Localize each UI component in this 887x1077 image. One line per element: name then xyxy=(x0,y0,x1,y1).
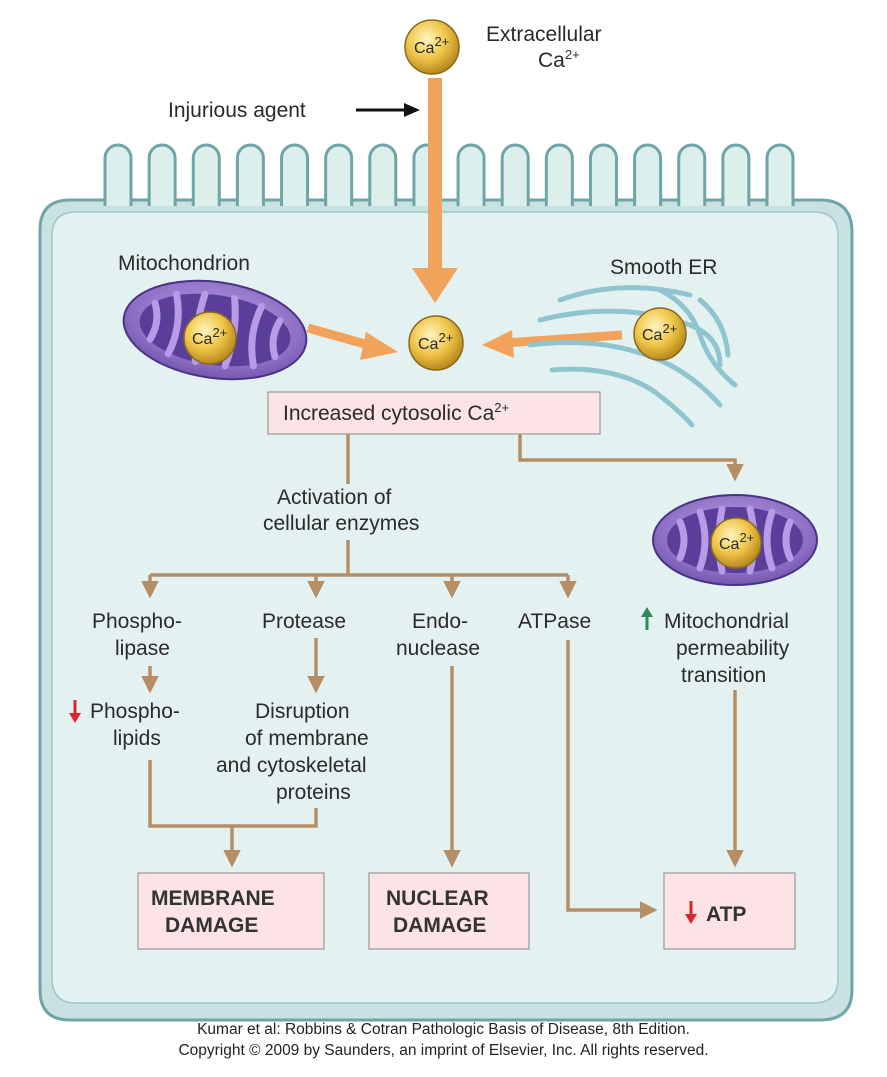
microvillus xyxy=(235,143,265,206)
smooth-er-label: Smooth ER xyxy=(610,256,717,279)
phospholipids-label-line2: lipids xyxy=(113,727,161,750)
nuclear-damage-line2: DAMAGE xyxy=(393,914,486,937)
activation-label-line2: cellular enzymes xyxy=(263,512,419,535)
disruption-label-line4: proteins xyxy=(276,781,351,804)
influx-arrow-head xyxy=(412,268,458,303)
disruption-label-line2: of membrane xyxy=(245,727,369,750)
injurious-agent-label: Injurious agent xyxy=(168,99,306,122)
disruption-label-line1: Disruption xyxy=(255,700,350,723)
endonuclease-label-line2: nuclease xyxy=(396,637,480,660)
microvillus xyxy=(633,143,663,206)
cytosolic-ca-ion: Ca2+ xyxy=(408,315,464,371)
mitochondrion-left-ca-ion: Ca2+ xyxy=(183,311,237,365)
atpase-label: ATPase xyxy=(518,610,591,633)
increased-cytosolic-label: Increased cytosolic Ca2+ xyxy=(283,400,509,425)
microvillus xyxy=(721,143,751,206)
atp-box xyxy=(663,872,796,950)
svg-text:Ca2+: Ca2+ xyxy=(192,325,227,348)
mitochondrion-label: Mitochondrion xyxy=(118,252,250,275)
phospholipids-label-line1: Phospho- xyxy=(90,700,180,723)
activation-label-line1: Activation of xyxy=(277,486,392,509)
disruption-label-line3: and cytoskeletal xyxy=(216,754,367,777)
endonuclease-label-line1: Endo- xyxy=(412,610,468,633)
membrane-damage-line1: MEMBRANE xyxy=(151,887,275,910)
microvillus xyxy=(765,143,795,206)
phospholipase-label-line1: Phospho- xyxy=(92,610,182,633)
mito-perm-label-line2: permeability xyxy=(676,637,790,660)
svg-text:Ca2+: Ca2+ xyxy=(414,34,449,57)
smooth-er-ca-ion: Ca2+ xyxy=(633,307,687,361)
nuclear-damage-line1: NUCLEAR xyxy=(386,887,489,910)
increased-cytosolic-box xyxy=(267,391,601,435)
cell-cytoplasm xyxy=(51,211,839,1004)
protease-label: Protease xyxy=(262,610,346,633)
influx-arrow-shaft xyxy=(428,78,442,273)
orange-arrows xyxy=(306,78,623,360)
mito-perm-label-line1: Mitochondrial xyxy=(664,610,789,633)
increase-arrow-icon xyxy=(641,607,653,630)
svg-text:Ca2+: Ca2+ xyxy=(642,321,677,344)
microvillus xyxy=(456,143,486,206)
atp-label: ATP xyxy=(706,903,746,926)
svg-text:Ca2+: Ca2+ xyxy=(418,330,453,353)
extracellular-label-line2: Ca2+ xyxy=(538,47,580,72)
microvillus xyxy=(677,143,707,206)
pathway-connectors xyxy=(141,434,744,919)
er-release-arrow xyxy=(504,330,623,348)
mito-perm-label-line3: transition xyxy=(681,664,766,687)
atp-decrease-arrow-icon xyxy=(685,901,697,924)
injurious-agent-arrow-head xyxy=(404,103,420,117)
microvillus xyxy=(147,143,177,206)
extracellular-label-line1: Extracellular xyxy=(486,23,602,46)
microvillus xyxy=(588,143,618,206)
microvillus xyxy=(544,143,574,206)
membrane-damage-box xyxy=(137,872,325,950)
cell xyxy=(38,143,854,1022)
mito-release-arrow-head xyxy=(360,332,398,360)
microvillus xyxy=(191,143,221,206)
microvillus xyxy=(500,143,530,206)
mito-release-arrow xyxy=(306,323,374,351)
er-release-arrow-head xyxy=(482,330,514,358)
credit-line1: Kumar et al: Robbins & Cotran Pathologic… xyxy=(197,1021,690,1038)
extracellular-ca-ion: Ca2+ xyxy=(404,19,460,75)
microvillus xyxy=(324,143,354,206)
svg-text:Ca2+: Ca2+ xyxy=(719,530,754,553)
membrane-damage-line2: DAMAGE xyxy=(165,914,258,937)
microvillus xyxy=(368,143,398,206)
mitochondrion-right-ca-ion: Ca2+ xyxy=(710,517,762,569)
microvillus xyxy=(280,143,310,206)
phospholipase-label-line2: lipase xyxy=(115,637,170,660)
microvilli xyxy=(103,143,795,206)
nuclear-damage-box xyxy=(368,872,530,950)
credit-line2: Copyright © 2009 by Saunders, an imprint… xyxy=(178,1042,709,1059)
microvillus xyxy=(103,143,133,206)
decrease-arrow-icon xyxy=(69,700,81,723)
